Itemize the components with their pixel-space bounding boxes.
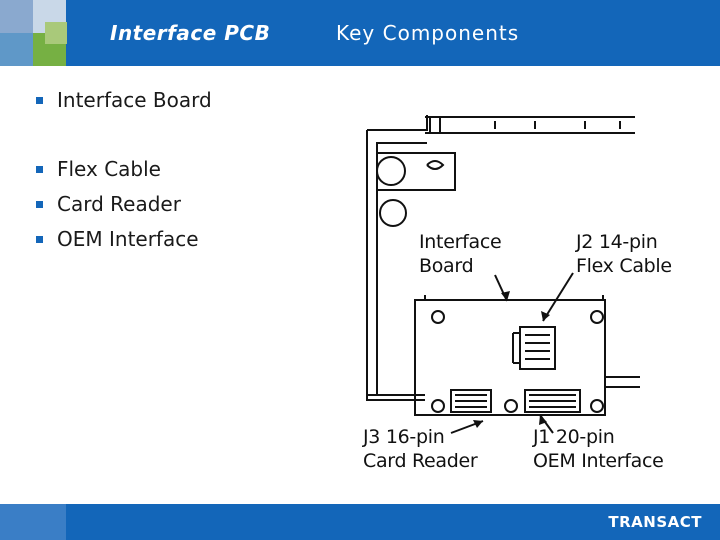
pcb-line-drawing — [366, 115, 640, 434]
header-bar: Interface PCB Key Components — [0, 0, 720, 66]
label-j1-oem-interface: J1 20-pin OEM Interface — [533, 426, 664, 472]
bullet-marker-icon — [36, 165, 43, 173]
bullet-text: Flex Cable — [57, 157, 161, 181]
bullet-text: Card Reader — [57, 192, 181, 216]
bullet-marker-icon — [36, 200, 43, 208]
footer-decoration — [0, 504, 66, 540]
label-j3-card-reader: J3 16-pin Card Reader — [363, 426, 478, 472]
transact-logo: TRANSACT — [608, 513, 702, 531]
bullet-item: Interface Board — [36, 88, 212, 112]
bullet-item: Flex Cable — [36, 157, 161, 181]
interface-pcb-diagram: Interface Board J2 14-pin Flex Cable J3 … — [355, 95, 695, 480]
label-interface-board: Interface Board — [419, 231, 502, 277]
bullet-marker-icon — [36, 235, 43, 243]
bullet-text: Interface Board — [57, 88, 212, 112]
slide-title: Interface PCB — [110, 21, 271, 45]
bullet-marker-icon — [36, 96, 43, 104]
header-decoration — [0, 0, 67, 66]
footer-bar: TRANSACT — [0, 504, 720, 540]
slide-subtitle: Key Components — [336, 21, 520, 45]
bullet-item: OEM Interface — [36, 227, 199, 251]
bullet-item: Card Reader — [36, 192, 181, 216]
label-j2-flex-cable: J2 14-pin Flex Cable — [576, 231, 672, 277]
bullet-text: OEM Interface — [57, 227, 199, 251]
